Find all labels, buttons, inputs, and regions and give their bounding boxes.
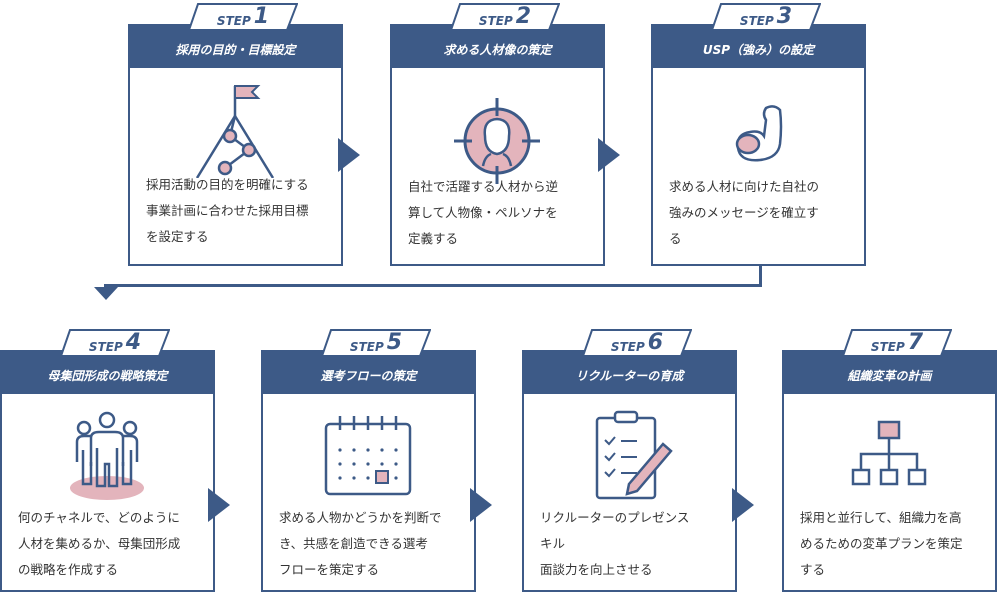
step-number: 1 — [253, 4, 270, 29]
next-step-arrow-icon — [208, 488, 230, 522]
clipboard-pen-icon — [579, 404, 679, 504]
description-line: 求める人材に向けた自社の — [669, 179, 820, 194]
step-description: 求める人材に向けた自社の強みのメッセージを確立する — [669, 174, 859, 252]
description-line: き、共感を創造できる選考 — [279, 536, 428, 551]
group-people-icon — [57, 400, 157, 500]
step-description: 採用活動の目的を明確にする事業計画に合わせた採用目標を設定する — [146, 172, 336, 250]
connector-line — [104, 284, 762, 287]
step-label: STEP — [349, 340, 384, 354]
description-line: する — [800, 562, 826, 577]
step-label: STEP — [870, 340, 905, 354]
description-line: 何のチャネルで、どのように — [18, 510, 180, 525]
step-label: STEP — [216, 14, 251, 28]
description-line: キル — [540, 536, 566, 551]
step-label: STEP — [739, 14, 774, 28]
step-description: 何のチャネルで、どのように人材を集めるか、母集団形成の戦略を作成する — [18, 505, 208, 583]
step-label: STEP — [88, 340, 123, 354]
step-number: 3 — [776, 4, 793, 29]
next-step-arrow-icon — [598, 138, 620, 172]
next-step-arrow-icon — [732, 488, 754, 522]
description-line: る — [669, 231, 682, 246]
step-label: STEP — [478, 14, 513, 28]
description-line: を設定する — [146, 229, 209, 244]
description-line: 求める人物かどうかを判断で — [279, 510, 442, 525]
description-line: 事業計画に合わせた採用目標 — [146, 203, 309, 218]
connector-line — [759, 265, 762, 286]
description-line: 自社で活躍する人材から逆 — [408, 179, 559, 194]
step-number: 6 — [647, 330, 664, 355]
description-line: 採用と並行して、組織力を高 — [800, 510, 962, 525]
description-line: リクルーターのプレゼンス — [540, 510, 690, 525]
target-person-icon — [447, 86, 547, 186]
step-number: 7 — [907, 330, 924, 355]
description-line: 採用活動の目的を明確にする — [146, 177, 309, 192]
step-title: USP（強み）の設定 — [653, 26, 864, 68]
next-step-arrow-icon — [470, 488, 492, 522]
step-title: リクルーターの育成 — [524, 352, 735, 394]
org-chart-icon — [839, 408, 939, 508]
next-step-arrow-icon — [338, 138, 360, 172]
step-label: STEP — [610, 340, 645, 354]
step-number: 2 — [515, 4, 532, 29]
calendar-icon — [318, 404, 418, 504]
description-line: 強みのメッセージを確立す — [669, 205, 819, 220]
mountain-flag-icon — [185, 78, 285, 179]
step-title: 母集団形成の戦略策定 — [2, 352, 213, 394]
description-line: の戦略を作成する — [18, 562, 119, 577]
description-line: 定義する — [408, 231, 459, 246]
step-description: リクルーターのプレゼンスキル面談力を向上させる — [540, 505, 730, 583]
step-number: 4 — [125, 330, 142, 355]
description-line: フローを策定する — [279, 562, 380, 577]
description-line: 面談力を向上させる — [540, 562, 653, 577]
flexed-arm-icon — [708, 86, 808, 186]
step-title: 採用の目的・目標設定 — [130, 26, 341, 68]
description-line: 人材を集めるか、母集団形成 — [18, 536, 181, 551]
step-number: 5 — [386, 330, 403, 355]
step-description: 自社で活躍する人材から逆算して人物像・ペルソナを定義する — [408, 174, 598, 252]
step-title: 組織変革の計画 — [784, 352, 995, 394]
down-arrow-icon — [94, 287, 118, 300]
step-title: 求める人材像の策定 — [392, 26, 603, 68]
description-line: 算して人物像・ペルソナを — [408, 205, 558, 220]
step-description: 採用と並行して、組織力を高めるための変革プランを策定する — [800, 505, 990, 583]
step-title: 選考フローの策定 — [263, 352, 474, 394]
description-line: めるための変革プランを策定 — [800, 536, 963, 551]
step-description: 求める人物かどうかを判断でき、共感を創造できる選考フローを策定する — [279, 505, 469, 583]
